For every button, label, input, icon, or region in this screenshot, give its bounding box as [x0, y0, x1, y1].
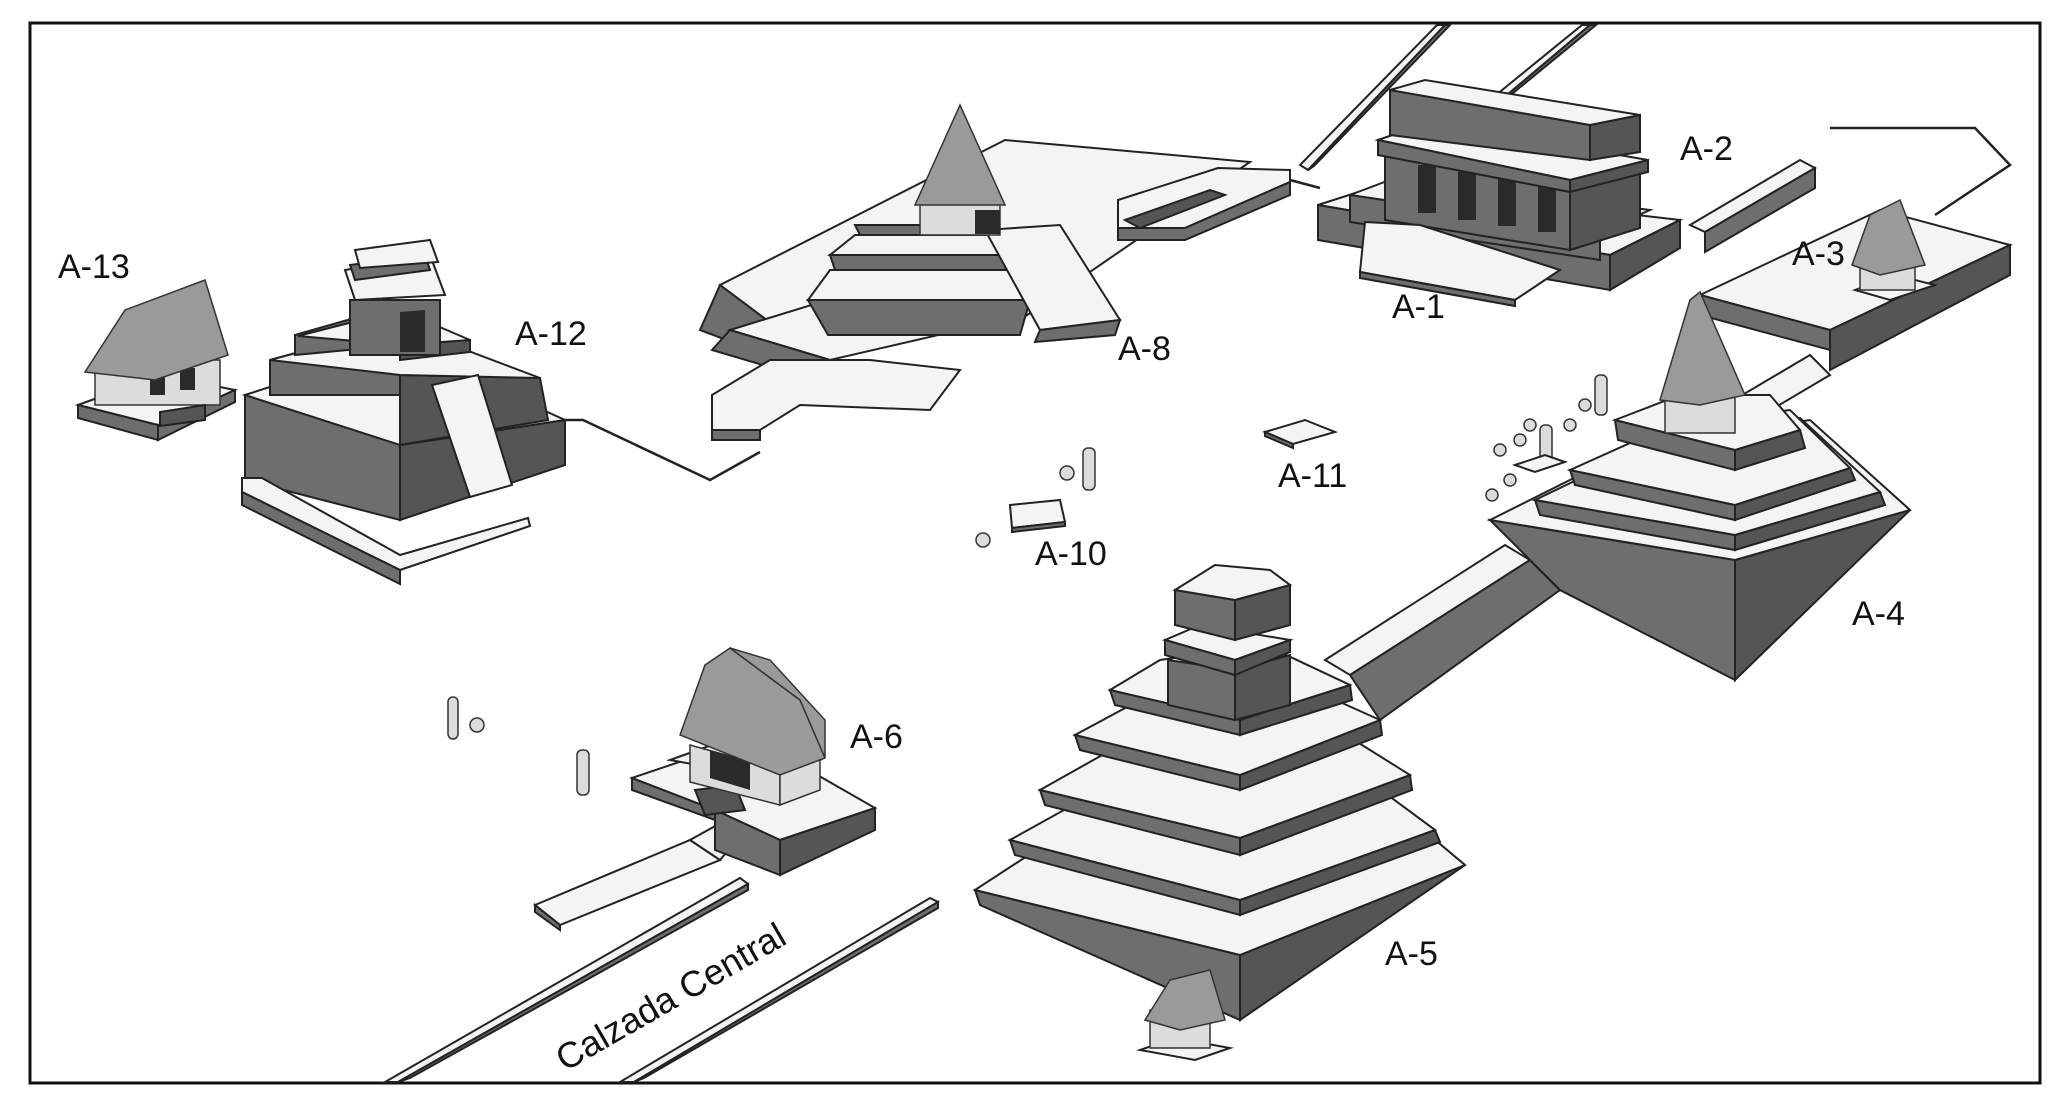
structure-a4 — [1323, 290, 1913, 722]
stelae-group-a4 — [1485, 374, 1608, 502]
diagram-frame — [28, 21, 2042, 1085]
a12-stairway — [430, 373, 514, 499]
label-a2: A-2 — [1680, 130, 1733, 168]
structure-a5 — [972, 563, 1467, 1062]
a3-thatch-roof — [1851, 198, 1927, 276]
label-a12: A-12 — [515, 315, 587, 353]
a4-thatch-roof — [1659, 290, 1747, 406]
stelae-group-a6 — [447, 696, 590, 796]
label-a4: A-4 — [1852, 595, 1905, 633]
label-a5: A-5 — [1385, 935, 1438, 973]
label-a6: A-6 — [850, 718, 903, 756]
calzada-central-road — [381, 876, 941, 1083]
label-a11: A-11 — [1278, 457, 1347, 495]
label-a13: A-13 — [58, 248, 130, 286]
label-a10: A-10 — [1035, 535, 1107, 573]
plaza-boundary-left — [560, 418, 761, 482]
a13-thatch-roof — [83, 279, 229, 381]
structure-a12 — [241, 238, 569, 586]
a5-thatch-roof — [1143, 969, 1226, 1031]
structure-a11 — [1262, 418, 1339, 450]
structure-a10 — [975, 447, 1096, 548]
plaza-boundary-top — [1289, 178, 1321, 190]
structure-a2 — [1687, 158, 1818, 254]
structure-a3 — [1697, 198, 2013, 372]
a8-thatch-roof — [913, 103, 1007, 206]
structure-a8 — [698, 103, 1291, 441]
structure-a1 — [1317, 78, 1684, 308]
plaza-boundary-right — [1830, 126, 2012, 217]
structure-a6 — [533, 647, 878, 932]
label-a3: A-3 — [1792, 235, 1845, 273]
label-a1: A-1 — [1392, 288, 1445, 326]
structure-a13 — [74, 279, 239, 442]
label-a8: A-8 — [1118, 330, 1171, 368]
